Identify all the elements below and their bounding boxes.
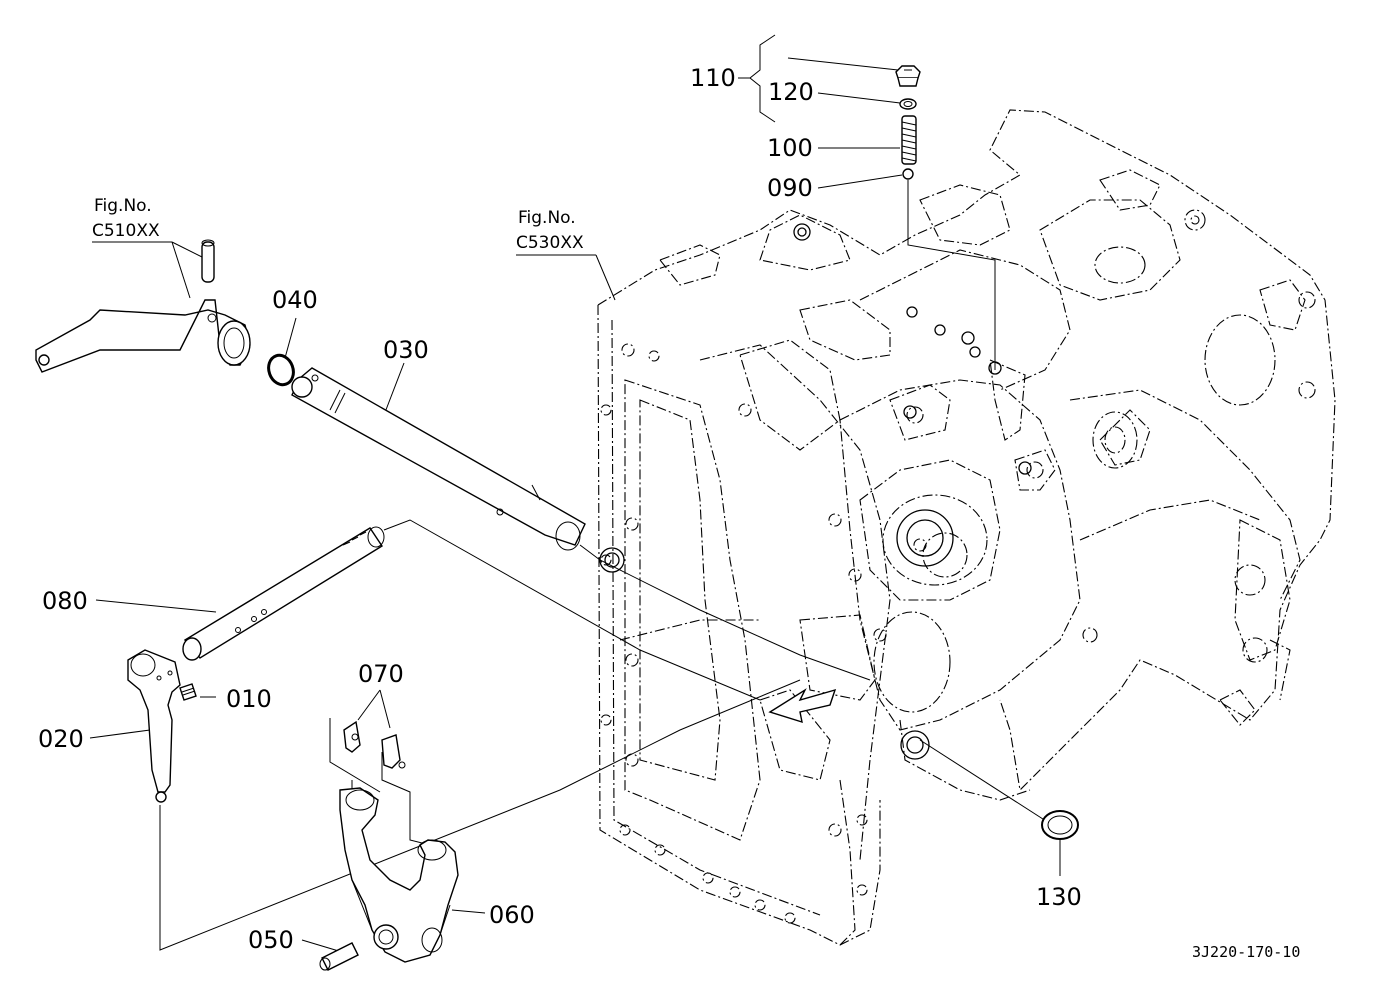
- shift-arm-c510xx: [35, 239, 251, 373]
- figure-code: 3J220-170-10: [1192, 943, 1300, 961]
- part-label-010: 010: [226, 685, 272, 713]
- part-label-020: 020: [38, 725, 84, 753]
- labels: 110 120 100 090 040 030 080 010 020 070 …: [38, 64, 1300, 961]
- pin-050: [319, 942, 359, 971]
- set-screw-010: [179, 683, 197, 701]
- part-label-080: 080: [42, 587, 88, 615]
- transmission-case: [597, 109, 1336, 946]
- shift-lever-020: [127, 649, 181, 803]
- part-label-050: 050: [248, 926, 294, 954]
- part-label-120: 120: [768, 78, 814, 106]
- fig-ref-label: Fig.No.: [518, 208, 576, 228]
- seal-130: [1041, 810, 1079, 840]
- fig-ref-code: C530XX: [516, 233, 584, 253]
- part-label-040: 040: [272, 286, 318, 314]
- part-label-130: 130: [1036, 883, 1082, 911]
- part-label-070: 070: [358, 660, 404, 688]
- shift-fork-060: [339, 787, 459, 963]
- shift-rod-080: [182, 526, 385, 661]
- shaft-030: [291, 367, 586, 551]
- spring: [901, 115, 917, 165]
- part-label-030: 030: [383, 336, 429, 364]
- fig-ref-label: Fig.No.: [94, 196, 152, 216]
- parts: [35, 65, 1079, 971]
- leader-lines: [89, 34, 1061, 953]
- part-label-060: 060: [489, 901, 535, 929]
- part-label-100: 100: [767, 134, 813, 162]
- fig-ref-code: C510XX: [92, 221, 160, 241]
- part-label-110: 110: [690, 64, 736, 92]
- part-label-090: 090: [767, 174, 813, 202]
